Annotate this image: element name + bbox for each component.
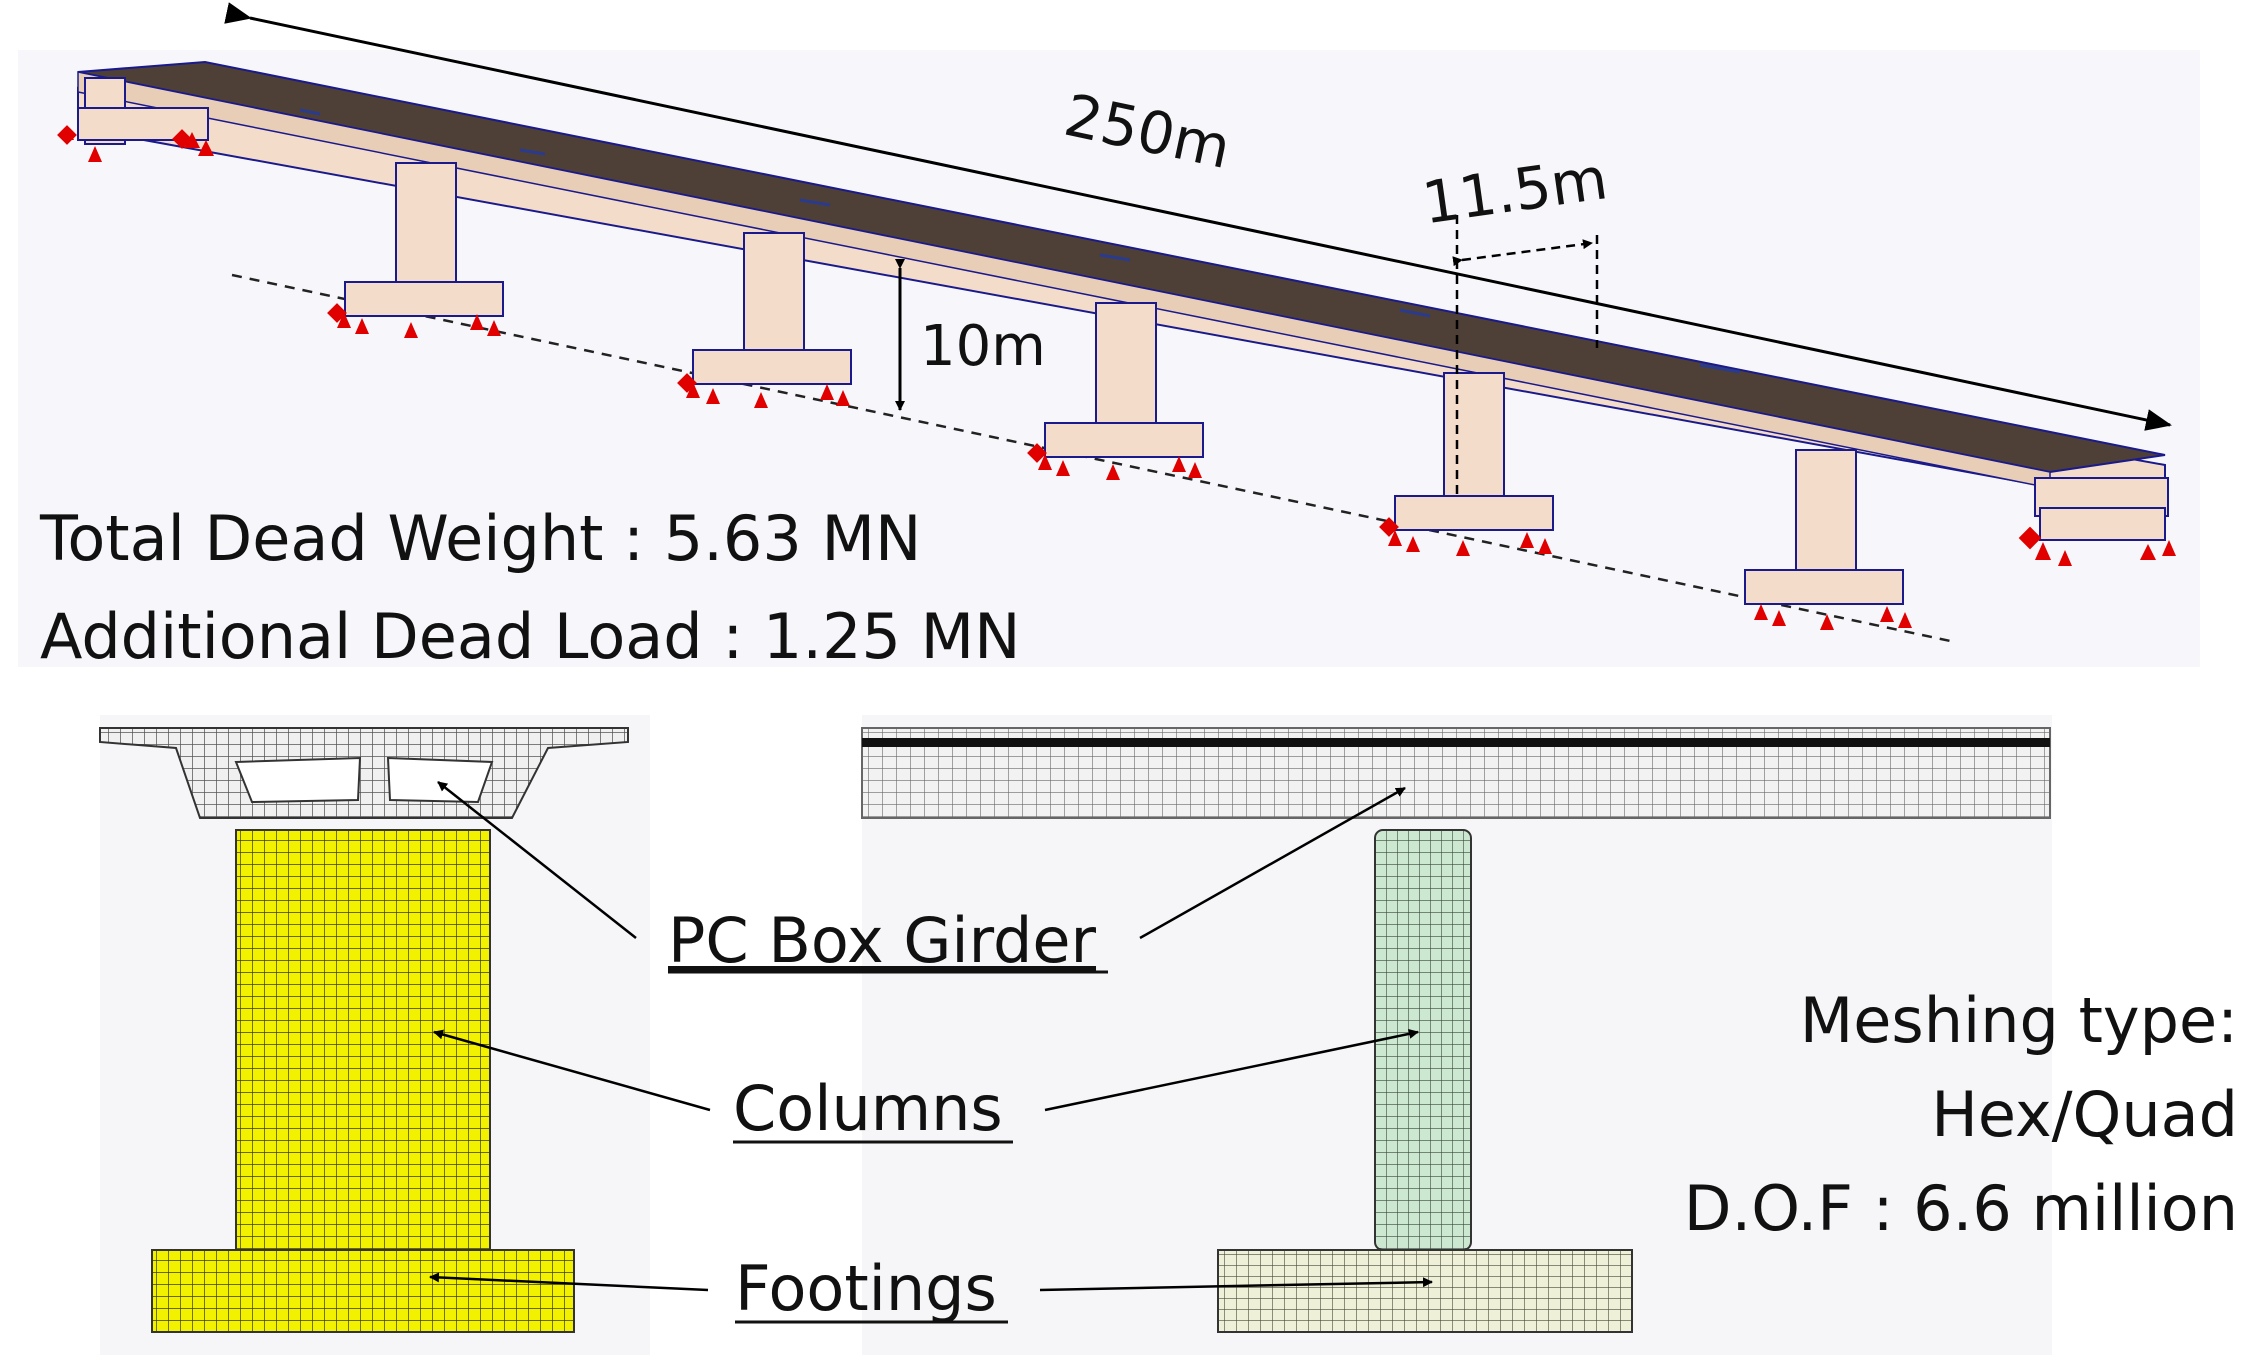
abutment-left [77, 77, 209, 145]
meshing-type-label: Meshing type: [1800, 984, 2238, 1057]
total-dead-weight: Total Dead Weight : 5.63 MN [39, 502, 921, 575]
dof-count: D.O.F : 6.6 million [1684, 1172, 2238, 1245]
column-mesh-green [1374, 829, 1472, 1251]
label-columns: Columns [733, 1072, 1003, 1145]
meshing-type-value: Hex/Quad [1931, 1078, 2238, 1151]
support-markers-right [2018, 526, 2176, 566]
girder-top-slab [862, 738, 2050, 747]
leader-lines [429, 781, 1433, 1292]
box-girder-section [99, 727, 629, 819]
height-dimension-label: 10m [920, 314, 1046, 379]
column-mesh-yellow [235, 829, 491, 1251]
span-dimension-arrow [1452, 239, 1593, 267]
footing-mesh-cream [1217, 1249, 1633, 1333]
length-dimension-arrow [224, 2, 2172, 431]
abutment-right [2034, 477, 2169, 541]
footing-mesh-yellow [151, 1249, 575, 1333]
label-footings: Footings [735, 1252, 997, 1325]
additional-dead-load: Additional Dead Load : 1.25 MN [40, 600, 1021, 673]
label-pc-box-girder: PC Box Girder [668, 904, 1097, 977]
pier-5 [1744, 449, 1904, 605]
